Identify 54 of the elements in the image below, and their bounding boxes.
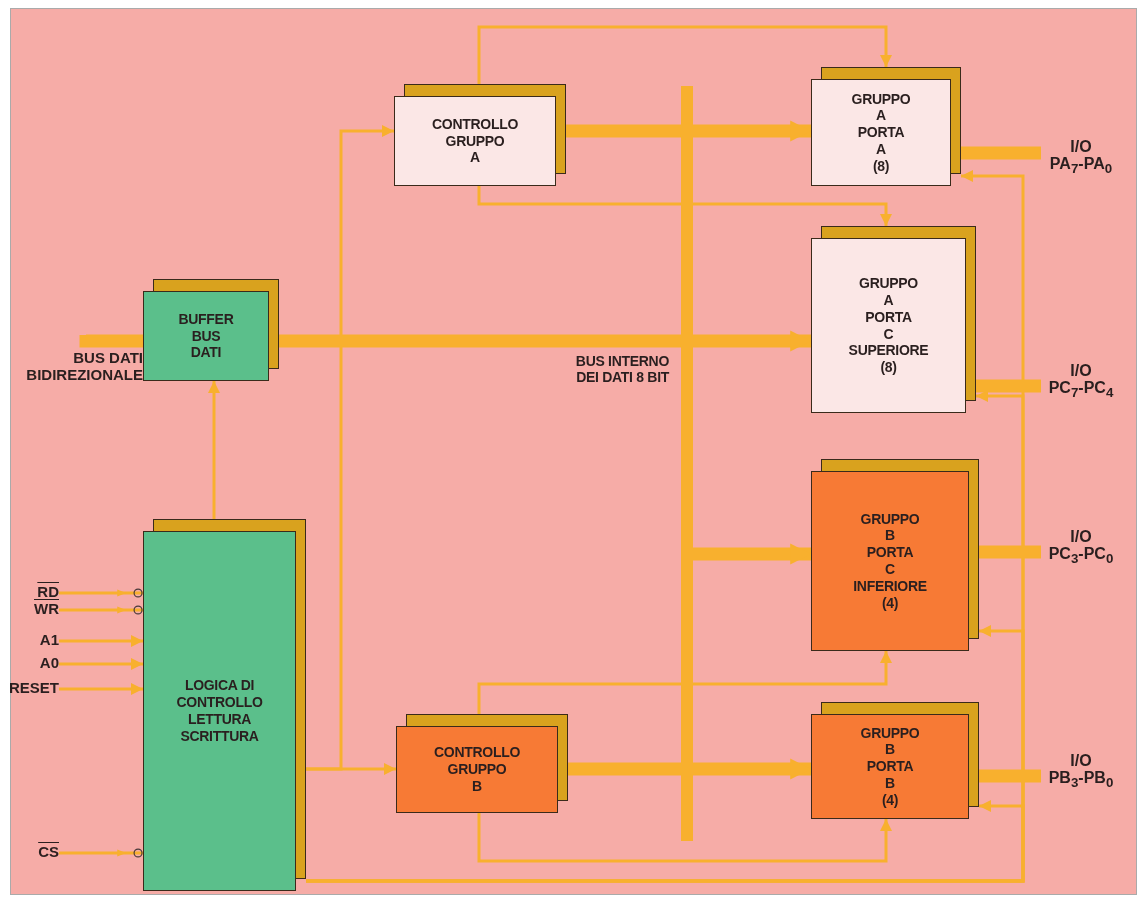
io-label: I/O PA$_{7}$-PA$_{0}$ [1048,139,1114,176]
bus-connector [979,545,1041,559]
block-label: GRUPPO B PORTA C INFERIORE (4) [853,510,927,612]
arrow [59,848,143,858]
port-block [811,459,979,651]
block-label: GRUPPO B PORTA B (4) [860,724,920,809]
bus-connector [979,769,1041,783]
signal-label: A1 [38,631,59,649]
io-label: I/O PC$_{3}$-PC$_{0}$ [1047,529,1115,566]
block-label: CONTROLLO GRUPPO A [432,115,518,167]
signal-label: A0 [38,654,59,672]
arrow [306,800,1025,883]
buffer-block [143,279,279,381]
block-label: GRUPPO A PORTA C SUPERIORE (8) [848,275,929,376]
arrow [208,381,220,519]
bus-connector [79,334,143,348]
io-label: I/O PC$_{7}$-PC$_{4}$ [1047,363,1115,400]
bus-label: BUS DATI BIDIREZIONALE [25,348,143,384]
arrow [306,763,396,775]
group-control-block [394,84,566,186]
bus-connector [961,146,1041,160]
block-label: BUFFER BUS DATI [178,310,234,362]
port-block [811,226,976,413]
arrow [477,25,892,84]
port-block [811,67,961,186]
arrow [59,588,143,598]
bus-connector [976,379,1041,393]
io-label: I/O PB$_{3}$-PB$_{0}$ [1047,753,1115,790]
bus-connector [693,758,811,780]
arrow [59,683,143,695]
arrow [477,651,892,714]
bus-label: BUS INTERNO DEI DATI 8 BIT [574,353,669,386]
signal-label: RESET [8,679,59,697]
bus-connector [693,120,811,142]
bus-connector [693,543,811,565]
arrow [477,813,892,863]
internal-bus-bar [681,86,693,841]
arrow [477,186,892,226]
arrow [59,605,143,615]
arrow [59,635,143,647]
signal-label: CS [37,843,59,861]
bus-connector [693,330,811,352]
bus-connector [566,124,681,138]
bus-connector [568,762,681,776]
block-label: GRUPPO A PORTA A (8) [851,90,911,175]
signal-label: RD [36,583,59,601]
block-label: LOGICA DI CONTROLLO LETTURA SCRITTURA [175,677,264,745]
block-label: CONTROLLO GRUPPO B [434,744,520,795]
bus-connector [279,334,681,348]
port-block [811,702,979,819]
arrow [59,658,143,670]
signal-label: WR [33,600,59,618]
control-logic-block [143,519,306,891]
group-control-block [396,714,568,813]
